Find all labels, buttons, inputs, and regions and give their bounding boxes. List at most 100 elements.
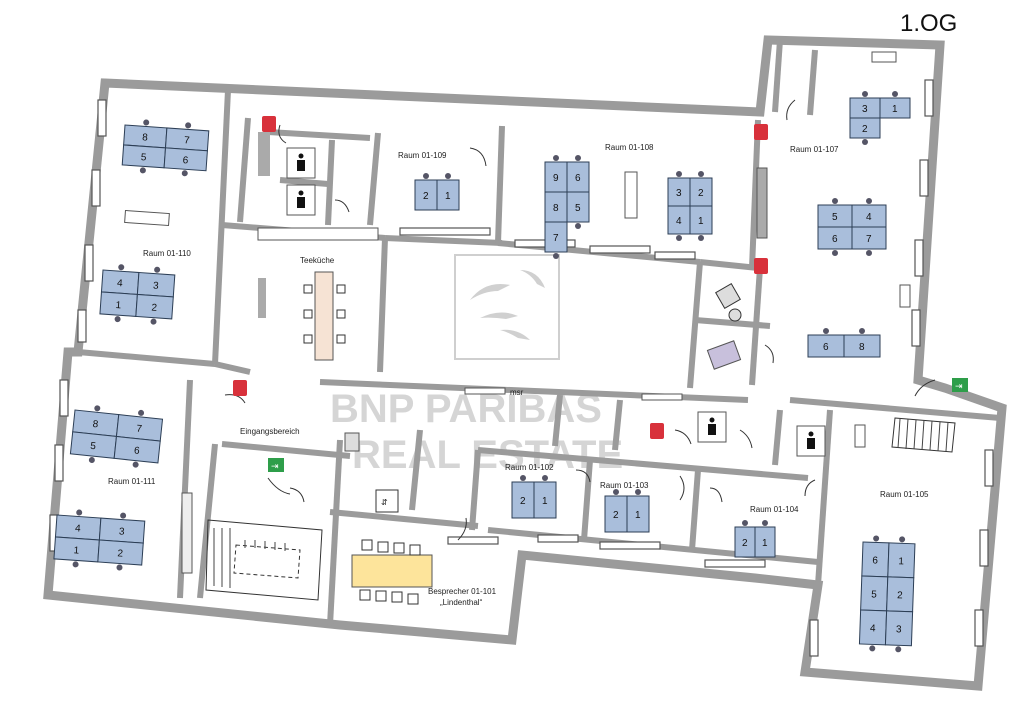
- desk-number: 5: [140, 152, 147, 163]
- desk-number: 7: [553, 233, 559, 244]
- desk-number: 6: [872, 555, 878, 566]
- fire-extinguisher-icon: [233, 116, 768, 439]
- room-label-entrance: Eingangsbereich: [240, 427, 300, 436]
- desk-number: 4: [866, 212, 872, 223]
- chair: [635, 489, 641, 495]
- desk-number: 6: [182, 155, 189, 166]
- desk-number: 2: [117, 548, 124, 559]
- desk: [113, 435, 161, 464]
- room-label-01-105: Raum 01-105: [880, 490, 929, 499]
- desk-number: 1: [445, 191, 451, 202]
- chair: [542, 475, 548, 481]
- desk-number: 5: [832, 212, 838, 223]
- chair: [553, 155, 559, 161]
- chair: [698, 171, 704, 177]
- desk-number: 4: [117, 278, 124, 289]
- room-label-01-111: Raum 01-111: [108, 477, 156, 486]
- wc-area: [258, 132, 826, 457]
- desk-number: 2: [862, 124, 868, 135]
- chair: [762, 520, 768, 526]
- staircase: [205, 417, 956, 601]
- chair: [866, 198, 872, 204]
- chair: [139, 167, 146, 174]
- svg-text:⇥: ⇥: [271, 461, 279, 471]
- desk: [689, 205, 713, 235]
- doors: [224, 99, 936, 541]
- desk-number: 2: [698, 188, 704, 199]
- chair: [859, 328, 865, 334]
- desk-number: 3: [153, 281, 160, 292]
- chair: [150, 318, 157, 325]
- desk-number: 3: [119, 526, 126, 537]
- chair: [866, 250, 872, 256]
- desk: [843, 334, 881, 358]
- room-label-msr: msr: [510, 388, 524, 397]
- desk-number: 1: [635, 510, 641, 521]
- chair: [143, 119, 150, 126]
- bnp-logo-icon: [454, 254, 560, 360]
- desk: [626, 495, 650, 533]
- room-label-01-103: Raum 01-103: [600, 481, 649, 490]
- desk-number: 1: [892, 104, 898, 115]
- desk: [566, 191, 590, 223]
- desk: [436, 179, 460, 211]
- desk-number: 3: [676, 188, 682, 199]
- desk-number: 3: [862, 104, 868, 115]
- chair: [742, 520, 748, 526]
- desk-number: 4: [75, 523, 82, 534]
- chair: [575, 223, 581, 229]
- chair: [698, 235, 704, 241]
- watermark-line2: REAL ESTATE: [352, 433, 623, 477]
- chair: [575, 155, 581, 161]
- desk-number: 9: [553, 173, 559, 184]
- printer-icon: [715, 283, 742, 322]
- desk-cluster-01-107: 3 1 2: [849, 91, 911, 145]
- desk-number: 6: [133, 445, 140, 457]
- chair: [138, 409, 145, 416]
- chair: [553, 253, 559, 259]
- desk-number: 7: [184, 135, 191, 146]
- chair: [869, 645, 876, 652]
- chair: [892, 91, 898, 97]
- windows: [49, 79, 994, 657]
- chair: [899, 536, 906, 543]
- chair: [118, 264, 125, 271]
- room-label-01-107: Raum 01-107: [790, 145, 839, 154]
- desk: [533, 481, 557, 519]
- desk: [879, 97, 911, 119]
- desk-number: 2: [897, 590, 903, 601]
- room-label-01-102: Raum 01-102: [505, 463, 554, 472]
- chair: [862, 139, 868, 145]
- chair: [132, 461, 139, 468]
- chair: [613, 489, 619, 495]
- room-label-01-110: Raum 01-110: [143, 249, 191, 258]
- chair: [94, 405, 101, 412]
- desk-number: 5: [90, 441, 97, 453]
- exit-icon: ⇥: [952, 378, 968, 392]
- meeting-table: [351, 539, 433, 605]
- room-label-01-104: Raum 01-104: [750, 505, 799, 514]
- chair: [423, 173, 429, 179]
- room-label-01-109: Raum 01-109: [398, 151, 447, 160]
- floor-label: 1.OG: [900, 10, 958, 37]
- desk-number: 2: [742, 538, 748, 549]
- room-label-01-101: Besprecher 01-101: [428, 587, 497, 596]
- chair: [520, 475, 526, 481]
- chair: [72, 561, 79, 568]
- desk-number: 2: [423, 191, 429, 202]
- desk: [544, 221, 568, 253]
- desk-number: 5: [871, 589, 877, 600]
- svg-text:⇵: ⇵: [381, 498, 388, 507]
- desk-number: 7: [866, 234, 872, 245]
- desk: [163, 147, 208, 172]
- chair: [832, 250, 838, 256]
- chair: [114, 316, 121, 323]
